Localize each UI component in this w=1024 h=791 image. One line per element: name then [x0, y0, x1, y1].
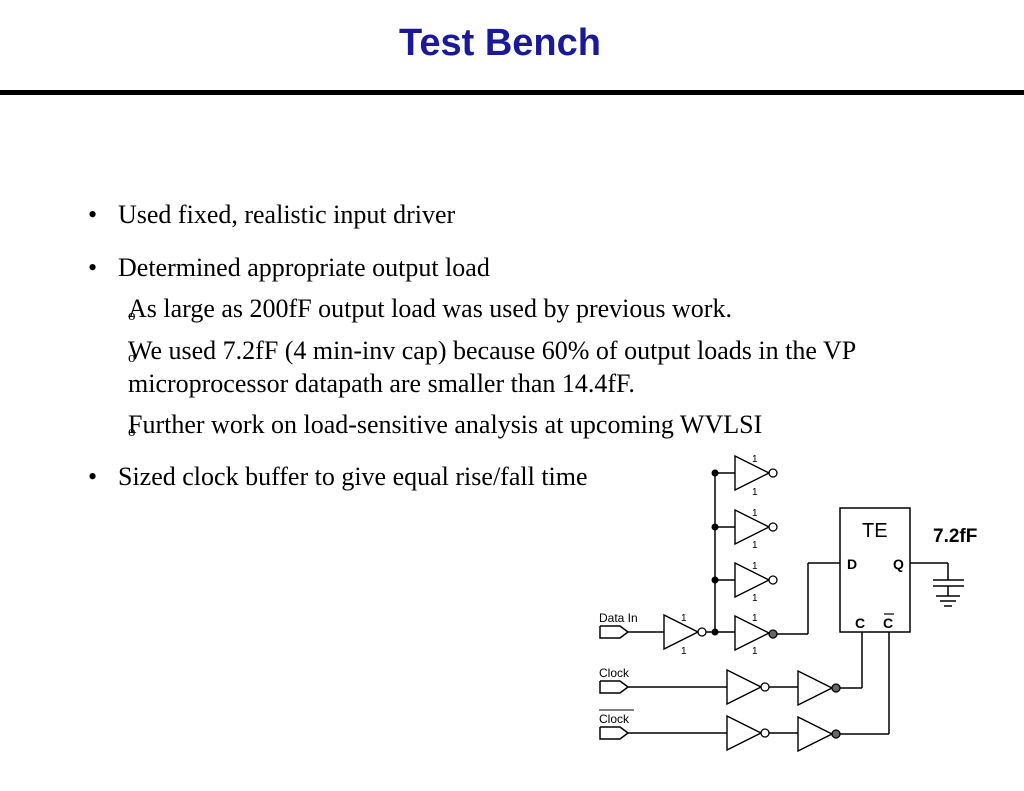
size-label: 1	[752, 561, 758, 572]
inverter-gate	[734, 509, 778, 545]
clock-bar-label: Clock	[599, 712, 630, 726]
te-label: TE	[862, 520, 888, 542]
clock-bar-inverter	[726, 715, 770, 751]
title-divider	[0, 90, 1024, 95]
size-label: 1	[752, 613, 758, 624]
clock-inverter	[726, 669, 770, 705]
te-block	[839, 507, 911, 633]
junction-dot	[711, 523, 719, 531]
sub-bullet-item: o As large as 200fF output load was used…	[88, 292, 908, 333]
sub-bullet-text: As large as 200fF output load was used b…	[128, 294, 732, 323]
size-label: 1	[752, 508, 758, 519]
bullet-marker: •	[88, 462, 98, 491]
bullet-item: • Determined appropriate output load	[88, 251, 490, 284]
sub-bullet-text: We used 7.2fF (4 min-inv cap) because 60…	[128, 336, 856, 398]
size-label: 1	[752, 454, 758, 465]
bullet-text: Determined appropriate output load	[118, 253, 490, 282]
junction-dot	[711, 576, 719, 584]
junction-dot	[711, 628, 719, 636]
junction-dot	[711, 469, 719, 477]
sub-bullet-marker: o	[128, 424, 136, 440]
load-capacitance-label: 7.2fF	[933, 526, 977, 547]
sub-bullet-item: o Further work on load-sensitive analysi…	[88, 408, 908, 449]
clock-label: Clock	[599, 666, 630, 680]
sub-bullet-marker: o	[128, 308, 136, 324]
inverter-gate	[734, 615, 778, 651]
bullet-item: • Sized clock buffer to give equal rise/…	[88, 460, 588, 493]
inverter-gate	[734, 562, 778, 598]
bullet-text: Used fixed, realistic input driver	[118, 200, 456, 229]
size-label: 1	[681, 613, 687, 624]
clock-buffer	[797, 670, 841, 706]
bullet-text: Sized clock buffer to give equal rise/fa…	[118, 462, 588, 491]
inverter-gate	[734, 455, 778, 491]
size-label: 1	[752, 646, 758, 657]
size-label: 1	[752, 593, 758, 604]
size-label: 1	[681, 646, 687, 657]
clock-bar-buffer	[797, 716, 841, 752]
pin-cbar-label: C	[883, 615, 893, 631]
sub-bullet-item: o We used 7.2fF (4 min-inv cap) because …	[88, 334, 908, 400]
size-label: 1	[752, 487, 758, 498]
bullet-marker: •	[88, 200, 98, 229]
pin-d-label: D	[847, 556, 857, 572]
pin-c-label: C	[855, 615, 865, 631]
size-label: 1	[752, 540, 758, 551]
bullet-item: • Used fixed, realistic input driver	[88, 198, 455, 231]
data-in-label: Data In	[599, 611, 638, 625]
sub-bullet-text: Further work on load-sensitive analysis …	[128, 410, 763, 439]
input-driver-inverter	[663, 614, 707, 650]
bullet-marker: •	[88, 253, 98, 282]
sub-bullet-marker: o	[128, 350, 136, 366]
pin-q-label: Q	[893, 556, 904, 572]
slide-title: Test Bench	[398, 22, 601, 64]
